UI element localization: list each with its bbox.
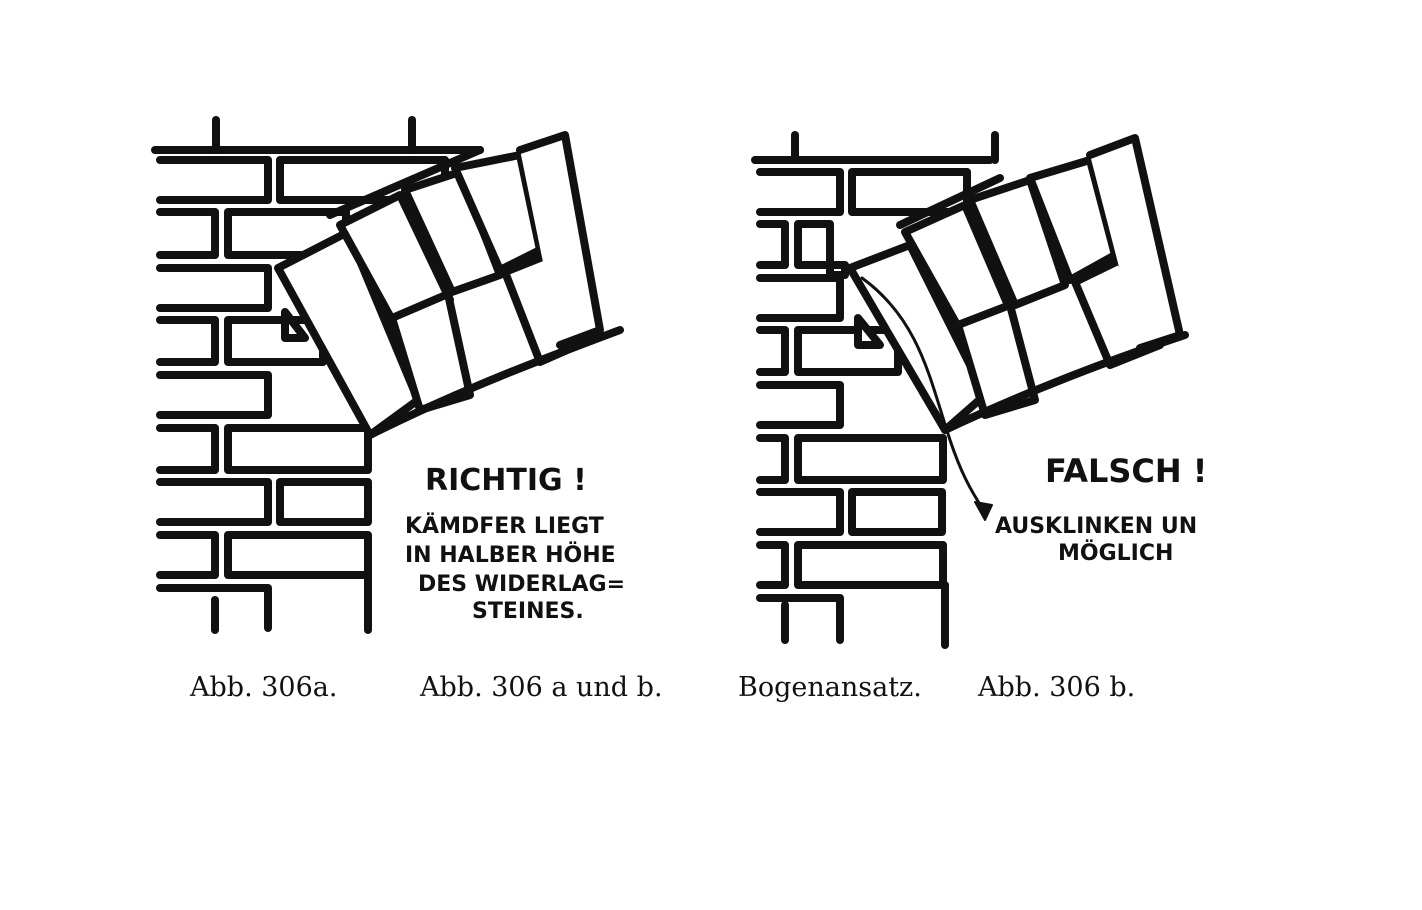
figure-a-note-line: STEINES. [472,599,584,624]
figure-b-heading: FALSCH ! [1045,452,1207,490]
figure-a-note-line: DES WIDERLAG= [418,572,625,597]
figure-b-arrow [860,276,987,514]
figure-b-arch [846,134,1189,434]
caption-combined: Abb. 306 a und b. [419,672,663,703]
figure-a-note-line: IN HALBER HÖHE [405,542,616,568]
figure-a-note-line: KÄMDFER LIEGT [405,513,604,539]
figure-a-arch [274,131,624,439]
figure-a-heading: RICHTIG ! [425,463,587,498]
figure-b-note-line: AUSKLINKEN UN [995,514,1197,539]
figure-a-drawing [151,116,624,634]
caption-figure-b: Abb. 306 b. [977,672,1135,703]
caption-figure-a: Abb. 306a. [189,672,337,703]
figure-b-drawing [751,131,1189,649]
figure-a-wall [151,116,484,634]
figure-b-note: AUSKLINKEN UN MÖGLICH [995,514,1197,566]
figure-b-arrowhead [974,501,993,521]
caption-row: Abb. 306a. Abb. 306 a und b. Bogenansatz… [189,672,1135,703]
caption-title: Bogenansatz. [738,672,922,703]
figure-b-note-line: MÖGLICH [1058,540,1173,566]
figure-a-note: KÄMDFER LIEGT IN HALBER HÖHE DES WIDERLA… [405,513,625,624]
